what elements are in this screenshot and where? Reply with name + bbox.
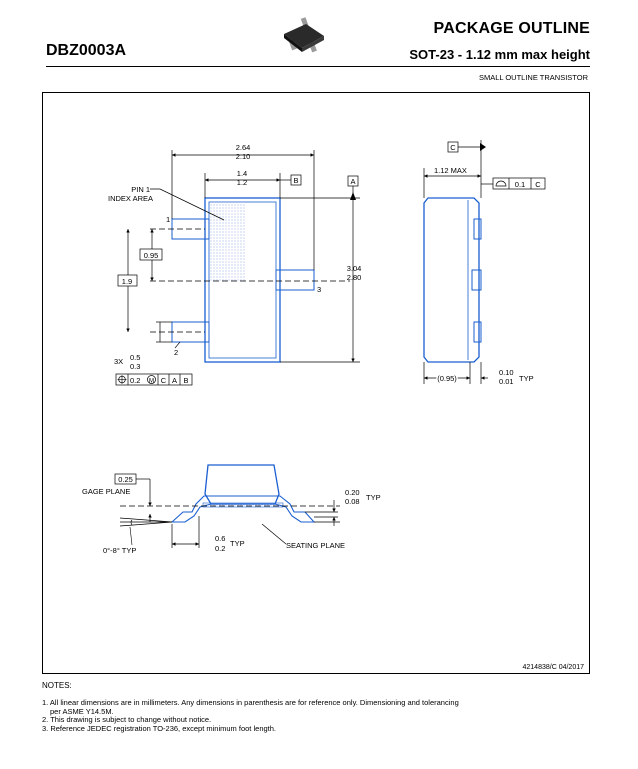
dim-span: 1.9 [122,277,132,286]
foot-max: 0.6 [215,534,225,543]
gage-dim: 0.25 [118,475,133,484]
angle-label: 0°-8° TYP [103,546,136,555]
package-type: SMALL OUTLINE TRANSISTOR [478,73,588,82]
lead-thickness-min: 0.08 [345,497,360,506]
pin-1-number: 1 [166,215,170,224]
fcf-datum-a: A [172,376,177,385]
note-line: 2. This drawing is subject to change wit… [42,715,212,725]
flatness-tolerance: 0.1 [515,180,525,189]
note-line: 3. Reference JEDEC registration TO-236, … [42,723,276,733]
note-line: per ASME Y14.5M. [50,706,114,716]
package-subtitle: SOT-23 - 1.12 mm max height [409,47,590,62]
gage-plane-label: GAGE PLANE [82,487,130,496]
package-3d-icon [284,17,324,53]
standoff-min: 0.01 [499,377,514,386]
pin1-label-line2: INDEX AREA [108,194,153,203]
fcf-datum-c: C [161,376,167,385]
drawing-number: 4214838/C 04/2017 [523,664,585,671]
flatness-frame [492,177,546,190]
flatness-datum: C [535,180,541,189]
dim-length-max: 3.04 [347,264,362,273]
lead-3 [275,269,315,291]
fcf-tolerance: 0.2 [130,376,140,385]
package-body-detail [204,464,280,505]
dim-body-max: 1.4 [237,169,247,178]
notes-list: 1. All linear dimensions are in millimet… [42,698,572,733]
datum-b: B [293,176,298,185]
lead-qty: 3X [114,357,123,366]
lead-width-min: 0.3 [130,362,140,371]
profile-symbol-icon [495,180,507,187]
fcf-datum-b: B [183,376,188,385]
seating-plane-label: SEATING PLANE [286,541,345,550]
top-view: 2.64 2.10 1.4 1.2 B A 3.04 2.80 PIN 1 IN… [108,143,362,386]
package-body-top [204,197,281,363]
document-id: DBZ0003A [46,42,127,59]
dim-pitch: 0.95 [144,251,159,260]
foot-min: 0.2 [215,544,225,553]
lead-side-upper [473,218,482,240]
dim-body-min: 1.2 [237,178,247,187]
standoff-typ: TYP [519,374,534,383]
pin1-label-line1: PIN 1 [131,185,150,194]
notes-title: NOTES: [42,681,72,690]
dim-length-min: 2.80 [347,273,362,282]
pin1-index-area [209,202,245,282]
gull-wing-lead [170,495,316,523]
dim-width-min: 2.10 [236,152,251,161]
datum-a: A [350,177,355,186]
svg-text:M: M [149,378,154,384]
max-height: 1.12 MAX [434,166,467,175]
pin-2-number: 2 [174,348,178,357]
mmc-symbol-icon [147,375,156,384]
lead-thickness-typ: TYP [366,493,381,502]
ref-dimension: (0.95) [437,374,457,383]
side-view: C 1.12 MAX 0.1 C (0.95) 0.10 0.01 TYP [423,140,546,386]
pin-3-number: 3 [317,285,321,294]
dim-width-max: 2.64 [236,143,251,152]
datum-c: C [450,143,456,152]
drawing-frame [42,92,590,674]
lead-width-max: 0.5 [130,353,140,362]
foot-typ: TYP [230,539,245,548]
header-rule [46,66,590,67]
package-title: PACKAGE OUTLINE [433,20,590,37]
detail-view: 0.25 GAGE PLANE 0°-8° TYP 0.6 0.2 TYP SE… [82,464,381,555]
note-line: 1. All linear dimensions are in millimet… [42,698,459,707]
position-tolerance-frame: 0.2 M C A B [115,373,193,386]
lead-side-lower [473,321,482,343]
lead-side-middle [471,269,482,291]
package-body-side [423,197,480,363]
lead-thickness-max: 0.20 [345,488,360,497]
standoff-max: 0.10 [499,368,514,377]
